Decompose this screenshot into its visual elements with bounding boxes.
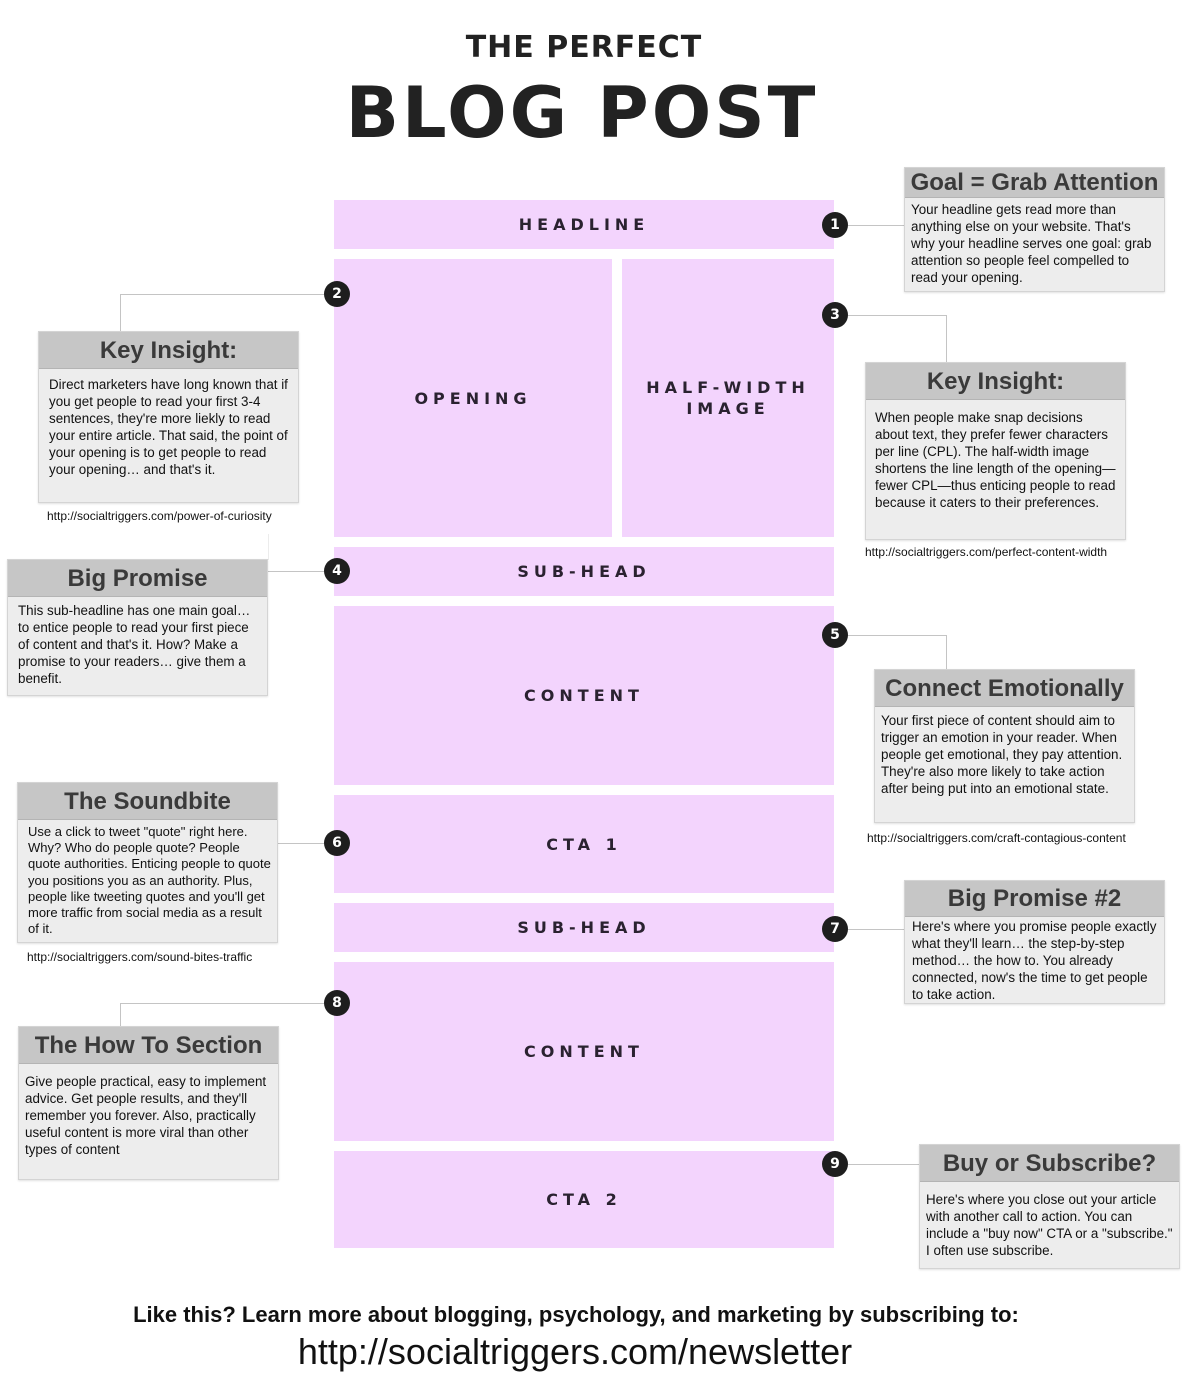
callout-body: Your first piece of content should aim t…	[881, 713, 1123, 796]
callout-title: Key Insight:	[39, 332, 298, 369]
badge-1: 1	[822, 212, 848, 238]
callout-title: Goal = Grab Attention	[905, 168, 1164, 198]
badge-7: 7	[822, 916, 848, 942]
callout-body: Use a click to tweet "quote" right here.…	[28, 824, 271, 937]
callout-buy-or-subscribe: Buy or Subscribe? Here's where you close…	[919, 1144, 1180, 1269]
connector-8-v	[120, 1003, 121, 1027]
badge-8: 8	[324, 990, 350, 1016]
callout-how-to-section: The How To Section Give people practical…	[18, 1026, 279, 1180]
block-opening: OPENING	[334, 259, 612, 537]
title-line-2: BLOG POST	[345, 72, 819, 154]
block-subhead-2: SUB-HEAD	[334, 903, 834, 952]
callout-title: Connect Emotionally	[875, 670, 1134, 707]
badge-9: 9	[822, 1151, 848, 1177]
block-image-label-line1: HALF-WIDTH	[646, 378, 810, 397]
callout-title: The Soundbite	[18, 783, 277, 820]
block-cta-2-label: CTA 2	[546, 1190, 622, 1209]
connector-5-v	[946, 635, 947, 670]
connector-6	[278, 843, 324, 844]
callout-title: Buy or Subscribe?	[920, 1145, 1179, 1182]
block-content-1: CONTENT	[334, 606, 834, 785]
connector-2-h	[120, 294, 324, 295]
callout-title: Big Promise	[8, 560, 267, 597]
badge-2: 2	[324, 281, 350, 307]
callout-body: Here's where you close out your article …	[926, 1192, 1173, 1258]
block-opening-label: OPENING	[414, 388, 532, 408]
block-content-2: CONTENT	[334, 962, 834, 1141]
connector-8-h	[120, 1003, 324, 1004]
block-subhead-2-label: SUB-HEAD	[517, 918, 651, 937]
badge-4: 4	[324, 558, 350, 584]
block-subhead-1-label: SUB-HEAD	[517, 562, 651, 581]
source-link-craft-contagious-content[interactable]: http://socialtriggers.com/craft-contagio…	[867, 831, 1126, 845]
connector-3-h	[848, 315, 946, 316]
source-link-perfect-content-width[interactable]: http://socialtriggers.com/perfect-conten…	[865, 545, 1108, 559]
callout-title: Key Insight:	[866, 363, 1125, 400]
block-half-width-image: HALF-WIDTH IMAGE	[622, 259, 834, 537]
connector-3-v	[946, 315, 947, 363]
connector-4	[268, 571, 324, 572]
block-cta-1-label: CTA 1	[546, 834, 622, 854]
connector-2-v	[120, 294, 121, 332]
callout-grab-attention: Goal = Grab Attention Your headline gets…	[904, 167, 1165, 292]
block-subhead-1: SUB-HEAD	[334, 547, 834, 596]
source-link-sound-bites-traffic[interactable]: http://socialtriggers.com/sound-bites-tr…	[27, 950, 253, 964]
block-cta-2: CTA 2	[334, 1151, 834, 1248]
callout-body: Your headline gets read more than anythi…	[911, 202, 1152, 285]
callout-body: Give people practical, easy to implement…	[25, 1074, 267, 1157]
source-link-power-of-curiosity[interactable]: http://socialtriggers.com/power-of-curio…	[47, 509, 272, 523]
block-headline-label: HEADLINE	[518, 215, 650, 234]
block-content-2-label: CONTENT	[524, 1042, 644, 1061]
connector-7	[848, 929, 904, 930]
connector-9	[848, 1164, 920, 1165]
callout-body: When people make snap decisions about te…	[875, 410, 1116, 510]
block-headline: HEADLINE	[334, 200, 834, 249]
footer-subscribe-text: Like this? Learn more about blogging, ps…	[133, 1302, 1019, 1327]
badge-5: 5	[822, 622, 848, 648]
title-line-1: THE PERFECT	[465, 30, 703, 65]
connector-4-v	[268, 534, 269, 560]
callout-key-insight-image: Key Insight: When people make snap decis…	[865, 362, 1126, 540]
callout-key-insight-opening: Key Insight: Direct marketers have long …	[38, 331, 299, 503]
callout-big-promise: Big Promise This sub-headline has one ma…	[7, 559, 268, 696]
callout-title: The How To Section	[19, 1027, 278, 1064]
block-image-label-line2: IMAGE	[686, 399, 770, 418]
callout-big-promise-2: Big Promise #2 Here's where you promise …	[904, 880, 1165, 1004]
connector-5-h	[848, 635, 946, 636]
callout-body: Here's where you promise people exactly …	[912, 919, 1157, 1002]
badge-3: 3	[822, 302, 848, 328]
badge-6: 6	[324, 830, 350, 856]
callout-body: Direct marketers have long known that if…	[49, 377, 288, 477]
block-content-1-label: CONTENT	[524, 686, 644, 705]
callout-soundbite: The Soundbite Use a click to tweet "quot…	[17, 782, 278, 943]
callout-body: This sub-headline has one main goal… to …	[18, 603, 251, 686]
callout-connect-emotionally: Connect Emotionally Your first piece of …	[874, 669, 1135, 823]
connector-1	[848, 225, 904, 226]
block-cta-1: CTA 1	[334, 795, 834, 893]
callout-title: Big Promise #2	[905, 881, 1164, 917]
footer-newsletter-link[interactable]: http://socialtriggers.com/newsletter	[297, 1331, 853, 1372]
